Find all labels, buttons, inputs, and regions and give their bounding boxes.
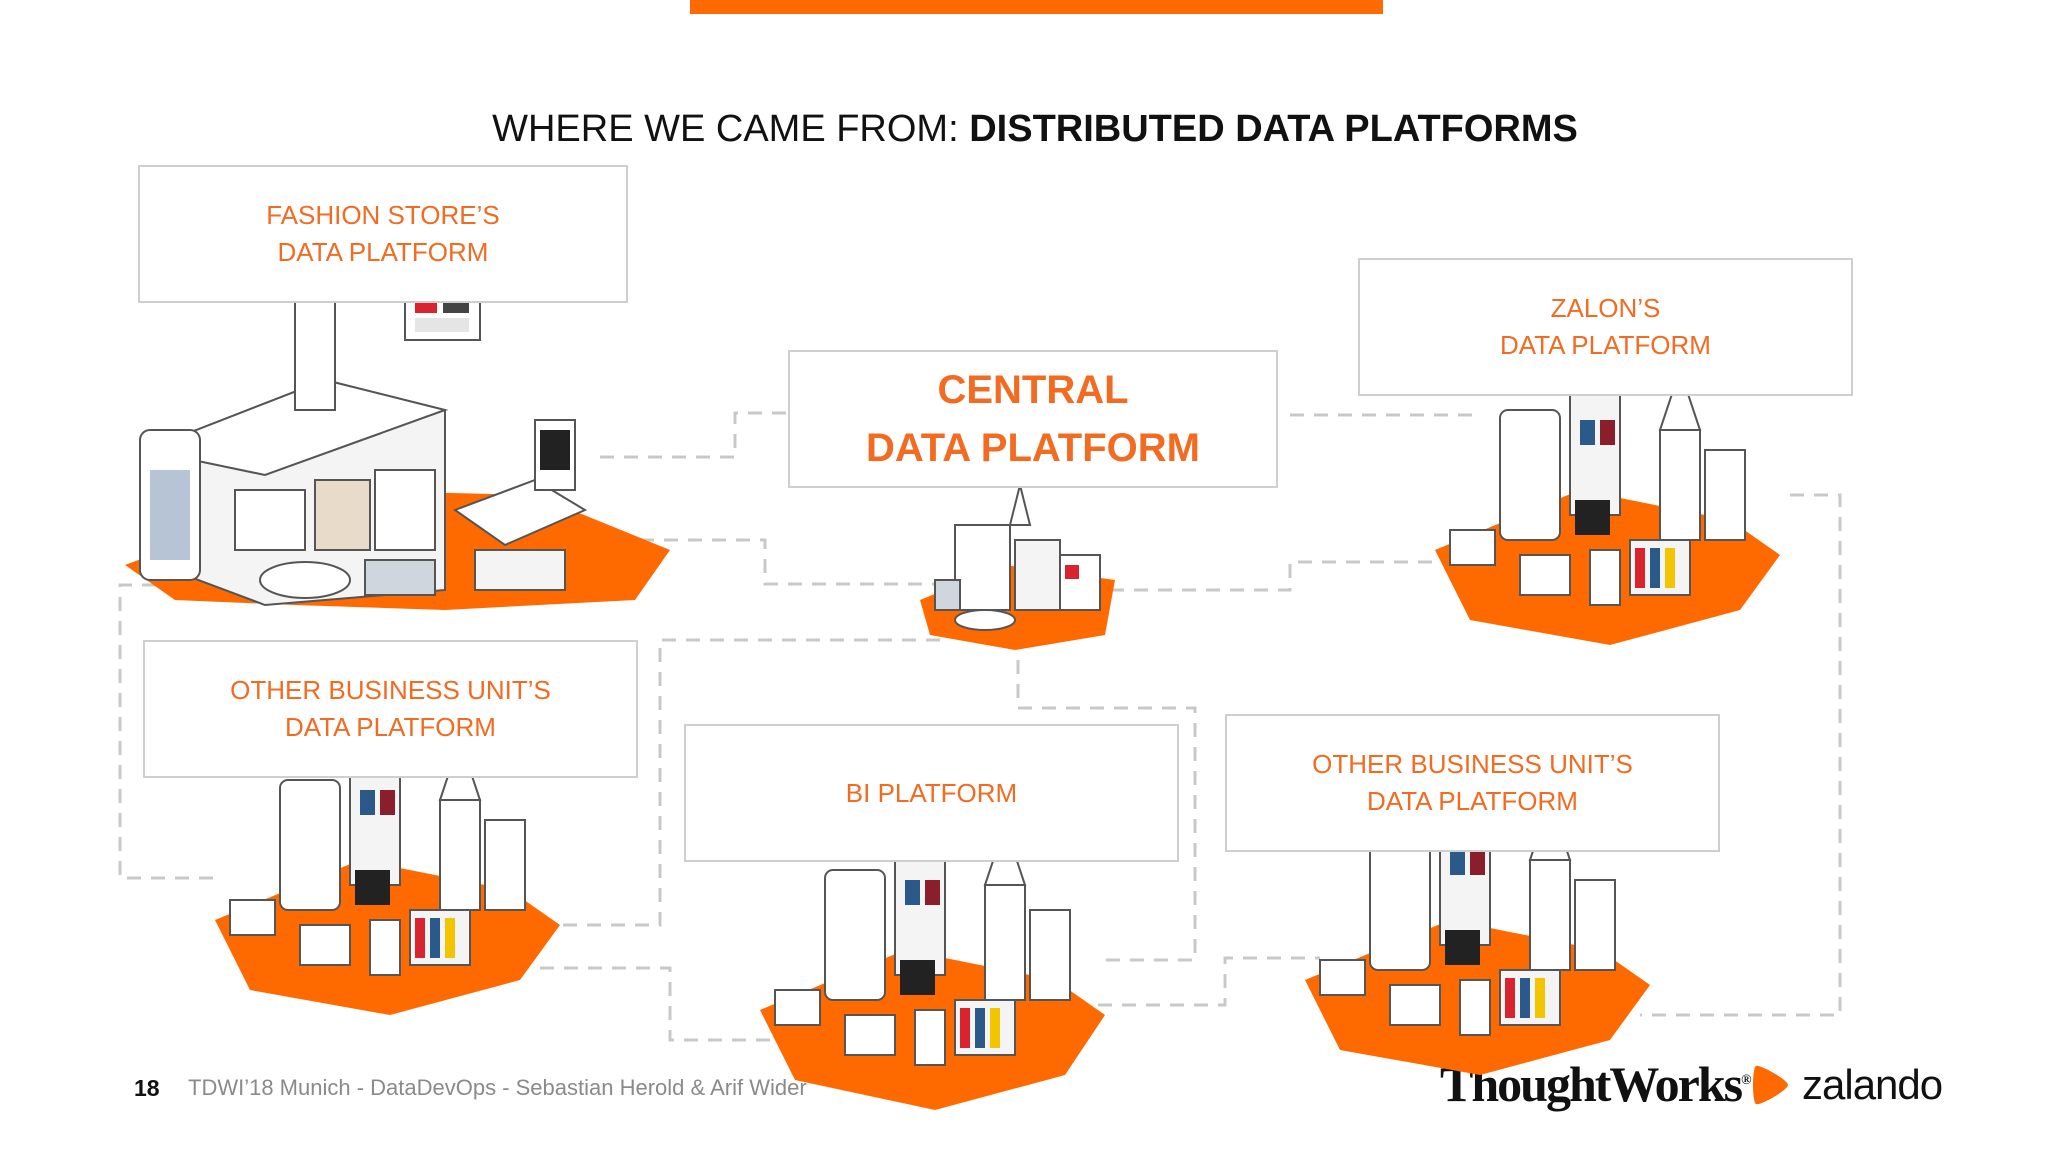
fashion-store-label-box: FASHION STORE’S DATA PLATFORM — [138, 165, 628, 303]
fashion-store-city-illustration — [125, 260, 670, 610]
slide-title-prefix: WHERE WE CAME FROM: — [492, 108, 970, 150]
other-bu-left-label-box: OTHER BUSINESS UNIT’S DATA PLATFORM — [143, 640, 638, 778]
zalon-label-line1: ZALON’S — [1550, 293, 1661, 323]
thoughtworks-registered-mark: ® — [1741, 1073, 1752, 1088]
zalando-play-icon — [1753, 1065, 1788, 1105]
bi-city-illustration — [760, 825, 1105, 1110]
other-bu-right-label-box: OTHER BUSINESS UNIT’S DATA PLATFORM — [1225, 714, 1720, 852]
other-bu-right-label-line2: DATA PLATFORM — [1367, 786, 1578, 816]
connector-central-bi — [1016, 660, 1197, 962]
connector-zalon-right — [1640, 493, 1842, 1017]
central-label-line2: DATA PLATFORM — [865, 426, 1200, 470]
connector-central-zalon-low — [1110, 560, 1455, 592]
bi-platform-label-box: BI PLATFORM — [684, 724, 1179, 862]
central-label-line1: CENTRAL — [937, 368, 1129, 412]
other-bu-left-label-line1: OTHER BUSINESS UNIT’S — [230, 675, 551, 705]
footer-text: TDWI’18 Munich - DataDevOps - Sebastian … — [188, 1075, 807, 1100]
connector-left-loop — [118, 583, 215, 880]
zalon-city-illustration — [1435, 370, 1780, 645]
other-bu-left-city-illustration — [215, 740, 560, 1015]
connector-bi-otherbu-right — [1050, 956, 1320, 1007]
central-city-illustration — [920, 485, 1115, 650]
top-accent-bar — [690, 0, 1383, 14]
page-number: 18 — [134, 1075, 160, 1101]
connector-fashion-central-low — [640, 538, 950, 586]
other-bu-right-label-line1: OTHER BUSINESS UNIT’S — [1312, 749, 1633, 779]
connector-otherbu-bi — [540, 966, 795, 1042]
central-platform-label-box: CENTRAL DATA PLATFORM — [788, 350, 1278, 488]
fashion-store-label-line2: DATA PLATFORM — [277, 237, 489, 267]
slide-title-bold: DISTRIBUTED DATA PLATFORMS — [969, 108, 1578, 150]
bi-label-line1: BI PLATFORM — [845, 777, 1018, 808]
zalando-wordmark: zalando — [1802, 1061, 1943, 1108]
fashion-store-label-line1: FASHION STORE’S — [266, 200, 500, 230]
zalon-label-line2: DATA PLATFORM — [1500, 330, 1711, 360]
other-bu-left-label-line2: DATA PLATFORM — [285, 712, 496, 742]
connector-fashion-central — [600, 411, 790, 459]
slide-title: WHERE WE CAME FROM: DISTRIBUTED DATA PLA… — [0, 108, 2048, 151]
zalon-label-box: ZALON’S DATA PLATFORM — [1358, 258, 1853, 396]
zalando-logo: zalando — [1750, 1060, 1943, 1110]
